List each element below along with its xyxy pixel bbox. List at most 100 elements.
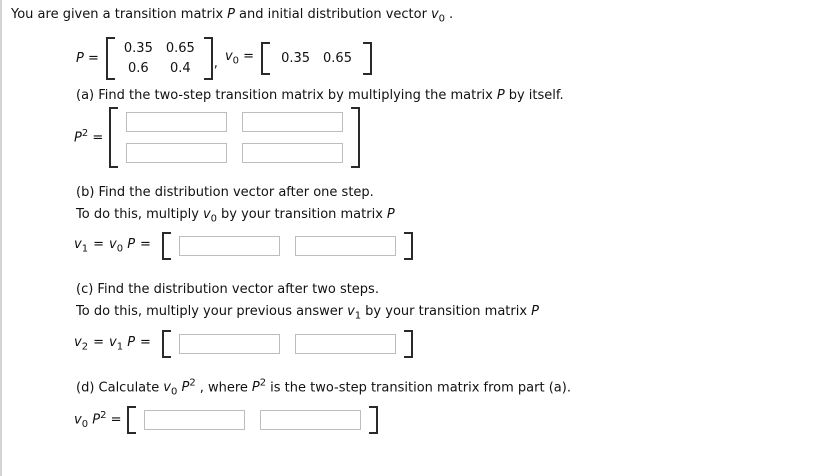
var-v0-P2: v0 P2 [163,377,196,398]
v0-vector-label: v0 = [225,49,254,67]
intro-text-1: You are given a transition matrix [11,7,224,22]
equals-sign: = [110,412,122,428]
var-P: P [181,380,190,396]
given-matrices: P = 0.35 0.65 0.6 0.4 , v0 = 0.35 0.65 [76,36,817,80]
right-bracket [403,329,413,358]
var-v-subscript: 0 [232,55,240,67]
part-a-text-2: by itself. [508,87,564,103]
var-v: v [108,334,117,350]
var-P-exponent: 2 [259,377,267,389]
part-a-prompt: (a) Find the two-step transition matrix … [76,88,817,104]
right-bracket [203,36,213,80]
part-c-title: (c) Find the distribution vector after t… [76,282,379,298]
v1-inputs [171,232,404,260]
var-P: P [127,237,136,253]
input-v1-1[interactable] [178,236,280,257]
var-P: P [92,412,101,428]
p-squared-label: P2 = [74,128,103,145]
var-P-exponent: 2 [81,128,89,140]
var-v0: v0 [203,207,218,225]
left-bracket [109,106,119,168]
v0-vector-values: 0.35 0.65 [270,42,363,75]
v2-equation-label: v2=v1 P= [74,335,156,353]
var-v: v [224,49,233,65]
right-bracket [403,232,413,261]
v0-p2-equation-label: v0 P2 = [74,410,121,430]
input-v2-1[interactable] [178,333,280,354]
var-P: P [251,380,260,396]
right-bracket [369,405,379,434]
input-v0p2-1[interactable] [144,409,246,430]
equals-sign: = [87,50,99,66]
part-c-hint-text-2: by your transition matrix [365,304,528,320]
var-v-subscript: 1 [354,310,362,322]
equals-sign: = [92,130,104,146]
v1-equation-label: v1=v0 P= [74,237,156,255]
equals-sign: = [93,237,104,253]
var-v-subscript: 2 [81,341,89,353]
part-c-hint-text-1: To do this, multiply your previous answe… [76,304,344,320]
vector-cell-1: 0.35 [281,50,311,66]
var-v-subscript: 0 [116,243,124,255]
var-v-subscript: 0 [210,213,218,225]
equals-sign: = [140,237,151,253]
var-P: P [74,130,82,146]
equals-sign: = [140,334,151,350]
var-P-exponent: 2 [100,409,107,421]
v2-answer-vector [161,329,413,358]
matrix-cell-r1c1: 0.35 [123,40,153,56]
right-bracket [362,41,372,75]
input-p2-r1c1[interactable] [126,111,228,132]
var-v0: v0 [430,7,446,25]
part-b-hint-text-1: To do this, multiply [76,206,199,222]
var-P: P [496,87,505,103]
var-v1: v1 [347,304,362,322]
left-bracket [105,36,115,80]
matrix-cell-r2c2: 0.4 [169,60,191,76]
var-P: P [76,50,84,66]
var-v-subscript: 1 [116,341,124,353]
var-P-exponent: 2 [189,377,196,389]
var-P: P [227,7,236,22]
part-b-answer-row: v1=v0 P= [74,232,817,261]
var-v: v [347,304,355,320]
var-v: v [108,237,117,253]
input-p2-r1c2[interactable] [242,111,344,132]
var-v-subscript: 0 [438,13,446,25]
right-bracket [351,106,361,168]
left-bracket [161,329,171,358]
p-squared-inputs [118,107,351,168]
var-P: P [531,304,539,320]
left-bracket [261,41,271,75]
p-matrix: 0.35 0.65 0.6 0.4 [105,36,213,80]
equals-sign: = [93,334,104,350]
comma-separator: , [213,55,218,71]
input-v1-2[interactable] [294,236,396,257]
var-v: v [74,334,82,350]
left-bracket [161,232,171,261]
intro-text-2: and initial distribution vector [239,7,427,22]
v1-answer-vector [161,232,413,261]
part-d-answer-row: v0 P2 = [74,405,817,434]
part-a-answer-row: P2 = [74,106,817,168]
p-matrix-values: 0.35 0.65 0.6 0.4 [115,37,204,80]
var-P: P [386,206,395,222]
equals-sign: = [243,49,255,65]
p-squared-answer-matrix [109,106,361,168]
matrix-cell-r2c1: 0.6 [128,60,149,76]
var-v: v [430,7,439,22]
input-v0p2-2[interactable] [260,409,362,430]
input-p2-r2c2[interactable] [242,142,344,163]
part-c-answer-row: v2=v1 P= [74,329,817,358]
input-p2-r2c1[interactable] [126,142,228,163]
v2-inputs [171,330,404,358]
var-P2: P2 [251,377,267,396]
part-c-hint: To do this, multiply your previous answe… [76,304,817,325]
v0-vector: 0.35 0.65 [261,41,372,75]
part-b-hint-text-2: by your transition matrix [221,206,383,222]
input-v2-2[interactable] [294,333,396,354]
